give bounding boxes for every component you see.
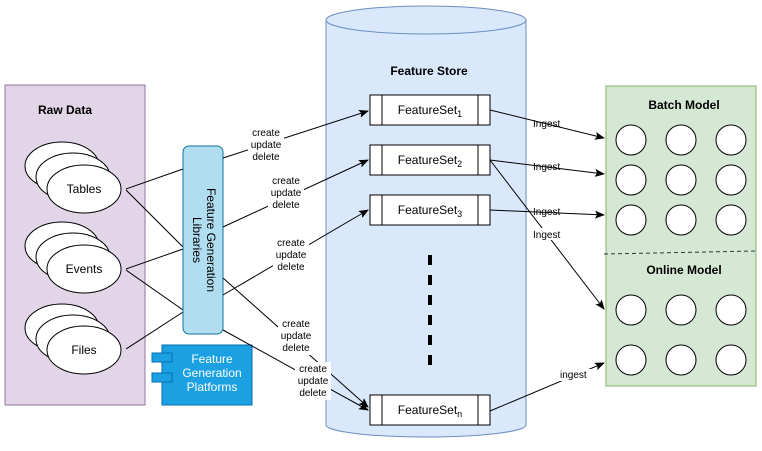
svg-text:update: update xyxy=(271,188,302,199)
svg-text:delete: delete xyxy=(282,343,310,354)
source-tables[interactable]: Tables xyxy=(24,141,122,214)
feature-set-label: FeatureSet2 xyxy=(398,153,462,169)
raw-data-title: Raw Data xyxy=(38,103,92,117)
feature-generation-libraries[interactable]: Feature Generation Libraries xyxy=(182,145,224,335)
model-node xyxy=(715,204,747,236)
model-node xyxy=(615,294,647,326)
ingest-label-2: Ingest xyxy=(533,162,560,173)
feature-set-n[interactable]: FeatureSetn xyxy=(369,394,491,426)
svg-text:Ingest: Ingest xyxy=(533,230,560,241)
source-label: Events xyxy=(66,262,103,276)
svg-text:create: create xyxy=(252,128,280,139)
svg-text:Ingest: Ingest xyxy=(533,207,560,218)
ingest-label-3: Ingest xyxy=(533,207,560,218)
svg-text:update: update xyxy=(276,250,307,261)
source-files[interactable]: Files xyxy=(24,303,122,375)
svg-text:ingest: ingest xyxy=(560,370,587,381)
feature-set-label: FeatureSet1 xyxy=(398,103,462,119)
crud-label-1: create update delete xyxy=(248,126,284,164)
ingest-label-1: Ingest xyxy=(533,119,560,130)
online-model-title: Online Model xyxy=(646,263,721,277)
crud-label-4: create update delete xyxy=(278,317,314,355)
source-label: Files xyxy=(71,343,96,357)
libraries-label-1: Feature Generation xyxy=(204,188,218,292)
crud-label-2: create update delete xyxy=(268,174,304,212)
model-node xyxy=(715,124,747,156)
model-node xyxy=(715,344,747,376)
svg-text:delete: delete xyxy=(299,388,327,399)
source-connectors xyxy=(125,168,184,350)
feature-store-title: Feature Store xyxy=(390,64,468,78)
svg-text:Ingest: Ingest xyxy=(533,162,560,173)
model-node xyxy=(665,204,697,236)
model-node xyxy=(665,294,697,326)
model-node xyxy=(615,164,647,196)
svg-text:create: create xyxy=(282,319,310,330)
svg-text:create: create xyxy=(272,176,300,187)
model-node xyxy=(715,164,747,196)
crud-label-5: create update delete xyxy=(295,362,331,400)
model-node xyxy=(665,124,697,156)
feature-set-3[interactable]: FeatureSet3 xyxy=(369,194,491,226)
platforms-line3: Platforms xyxy=(187,380,238,394)
platforms-line2: Generation xyxy=(182,366,241,380)
batch-model-title: Batch Model xyxy=(648,98,719,112)
svg-text:delete: delete xyxy=(252,152,280,163)
source-events[interactable]: Events xyxy=(24,221,122,294)
feature-generation-platforms[interactable]: Feature Generation Platforms xyxy=(151,344,253,406)
svg-text:Ingest: Ingest xyxy=(533,119,560,130)
svg-text:update: update xyxy=(298,376,329,387)
svg-text:delete: delete xyxy=(272,200,300,211)
libraries-label-2: Libraries xyxy=(190,217,204,263)
feature-set-2[interactable]: FeatureSet2 xyxy=(369,144,491,176)
svg-text:update: update xyxy=(281,331,312,342)
model-node xyxy=(615,344,647,376)
crud-label-3: create update delete xyxy=(273,236,309,274)
online-model-nodes xyxy=(615,294,747,376)
batch-model-nodes xyxy=(615,124,747,236)
model-node xyxy=(615,204,647,236)
svg-text:create: create xyxy=(299,364,327,375)
ingest-label-5: ingest xyxy=(558,369,592,381)
source-label: Tables xyxy=(67,182,102,196)
feature-set-label: FeatureSet3 xyxy=(398,203,462,219)
platforms-line1: Feature xyxy=(191,352,233,366)
svg-text:update: update xyxy=(251,140,282,151)
svg-text:create: create xyxy=(277,238,305,249)
model-node xyxy=(715,294,747,326)
model-node xyxy=(665,344,697,376)
model-node xyxy=(665,164,697,196)
feature-set-1[interactable]: FeatureSet1 xyxy=(369,94,491,126)
ingest-label-4: Ingest xyxy=(531,228,565,241)
model-node xyxy=(615,124,647,156)
svg-text:delete: delete xyxy=(277,262,305,273)
feature-set-label: FeatureSetn xyxy=(398,403,462,419)
